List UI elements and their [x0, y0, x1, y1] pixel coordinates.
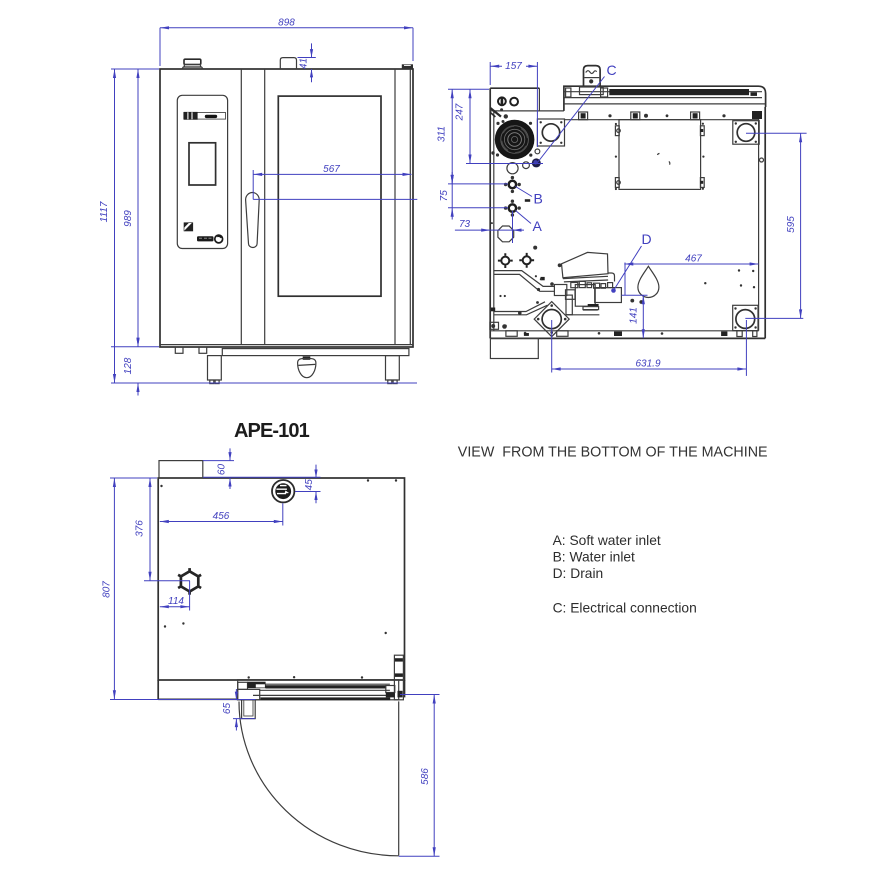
svg-text:D: Drain: D: Drain	[553, 566, 604, 581]
svg-text:586: 586	[420, 768, 431, 785]
svg-text:128: 128	[123, 357, 134, 374]
svg-text:APE-101: APE-101	[234, 420, 310, 442]
svg-text:898: 898	[278, 18, 295, 29]
svg-text:141: 141	[629, 307, 640, 324]
svg-text:75: 75	[439, 190, 450, 202]
svg-text:595: 595	[786, 216, 797, 233]
svg-text:807: 807	[102, 581, 113, 598]
svg-text:376: 376	[135, 520, 146, 537]
svg-text:B: B	[534, 191, 543, 207]
svg-text:989: 989	[123, 210, 134, 227]
svg-text:A: A	[533, 218, 543, 234]
svg-text:D: D	[642, 231, 652, 247]
svg-text:VIEW FROM THE BOTTOM OF THE M: VIEW FROM THE BOTTOM OF THE MACHINE	[458, 444, 768, 460]
svg-text:567: 567	[323, 164, 340, 175]
svg-text:41: 41	[299, 58, 310, 69]
svg-text:1117: 1117	[99, 201, 110, 222]
svg-text:157: 157	[505, 61, 522, 72]
svg-text:311: 311	[437, 126, 448, 142]
svg-text:60: 60	[216, 464, 227, 476]
svg-text:247: 247	[455, 103, 466, 121]
svg-text:456: 456	[213, 511, 230, 522]
svg-text:A: Soft water inlet: A: Soft water inlet	[553, 533, 661, 548]
svg-text:467: 467	[685, 254, 702, 265]
svg-text:73: 73	[459, 219, 471, 230]
svg-text:65: 65	[222, 703, 233, 715]
svg-text:C: Electrical connection: C: Electrical connection	[553, 601, 697, 616]
svg-text:C: C	[607, 62, 617, 78]
svg-text:631.9: 631.9	[635, 359, 660, 370]
svg-text:45: 45	[304, 479, 315, 491]
svg-text:114: 114	[168, 596, 184, 607]
svg-text:B: Water inlet: B: Water inlet	[553, 549, 635, 564]
